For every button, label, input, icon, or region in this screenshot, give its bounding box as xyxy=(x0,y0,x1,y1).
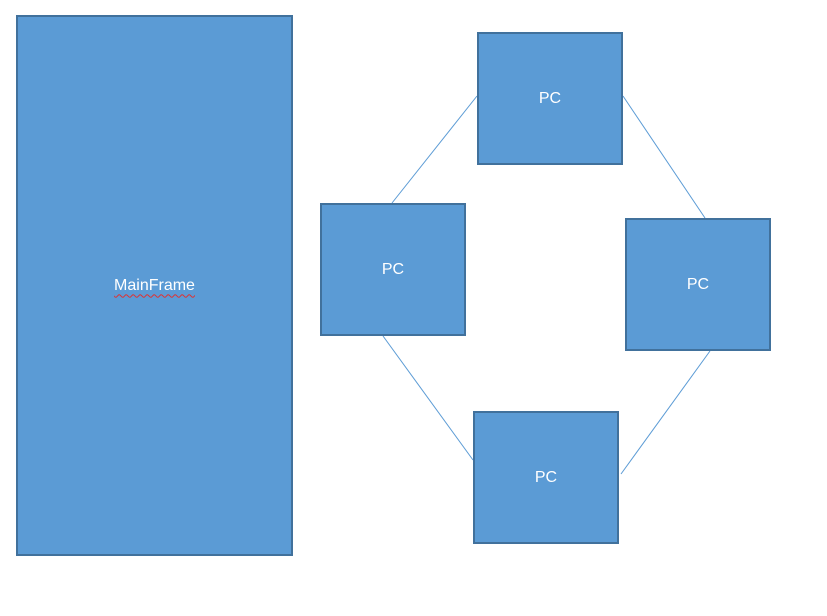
pc-node-bottom[interactable]: PC xyxy=(473,411,619,544)
pc-label: PC xyxy=(686,275,710,293)
connector-left-top xyxy=(391,95,478,204)
connector-right-bottom xyxy=(620,350,711,475)
pc-label: PC xyxy=(538,89,562,107)
connector-bottom-left xyxy=(382,335,474,461)
pc-node-top[interactable]: PC xyxy=(477,32,623,165)
mainframe-box[interactable]: MainFrame xyxy=(16,15,293,556)
pc-node-right[interactable]: PC xyxy=(625,218,771,351)
pc-node-left[interactable]: PC xyxy=(320,203,466,336)
pc-label: PC xyxy=(534,468,558,486)
mainframe-label: MainFrame xyxy=(114,276,195,294)
connector-top-right xyxy=(622,95,706,219)
pc-label: PC xyxy=(381,260,405,278)
